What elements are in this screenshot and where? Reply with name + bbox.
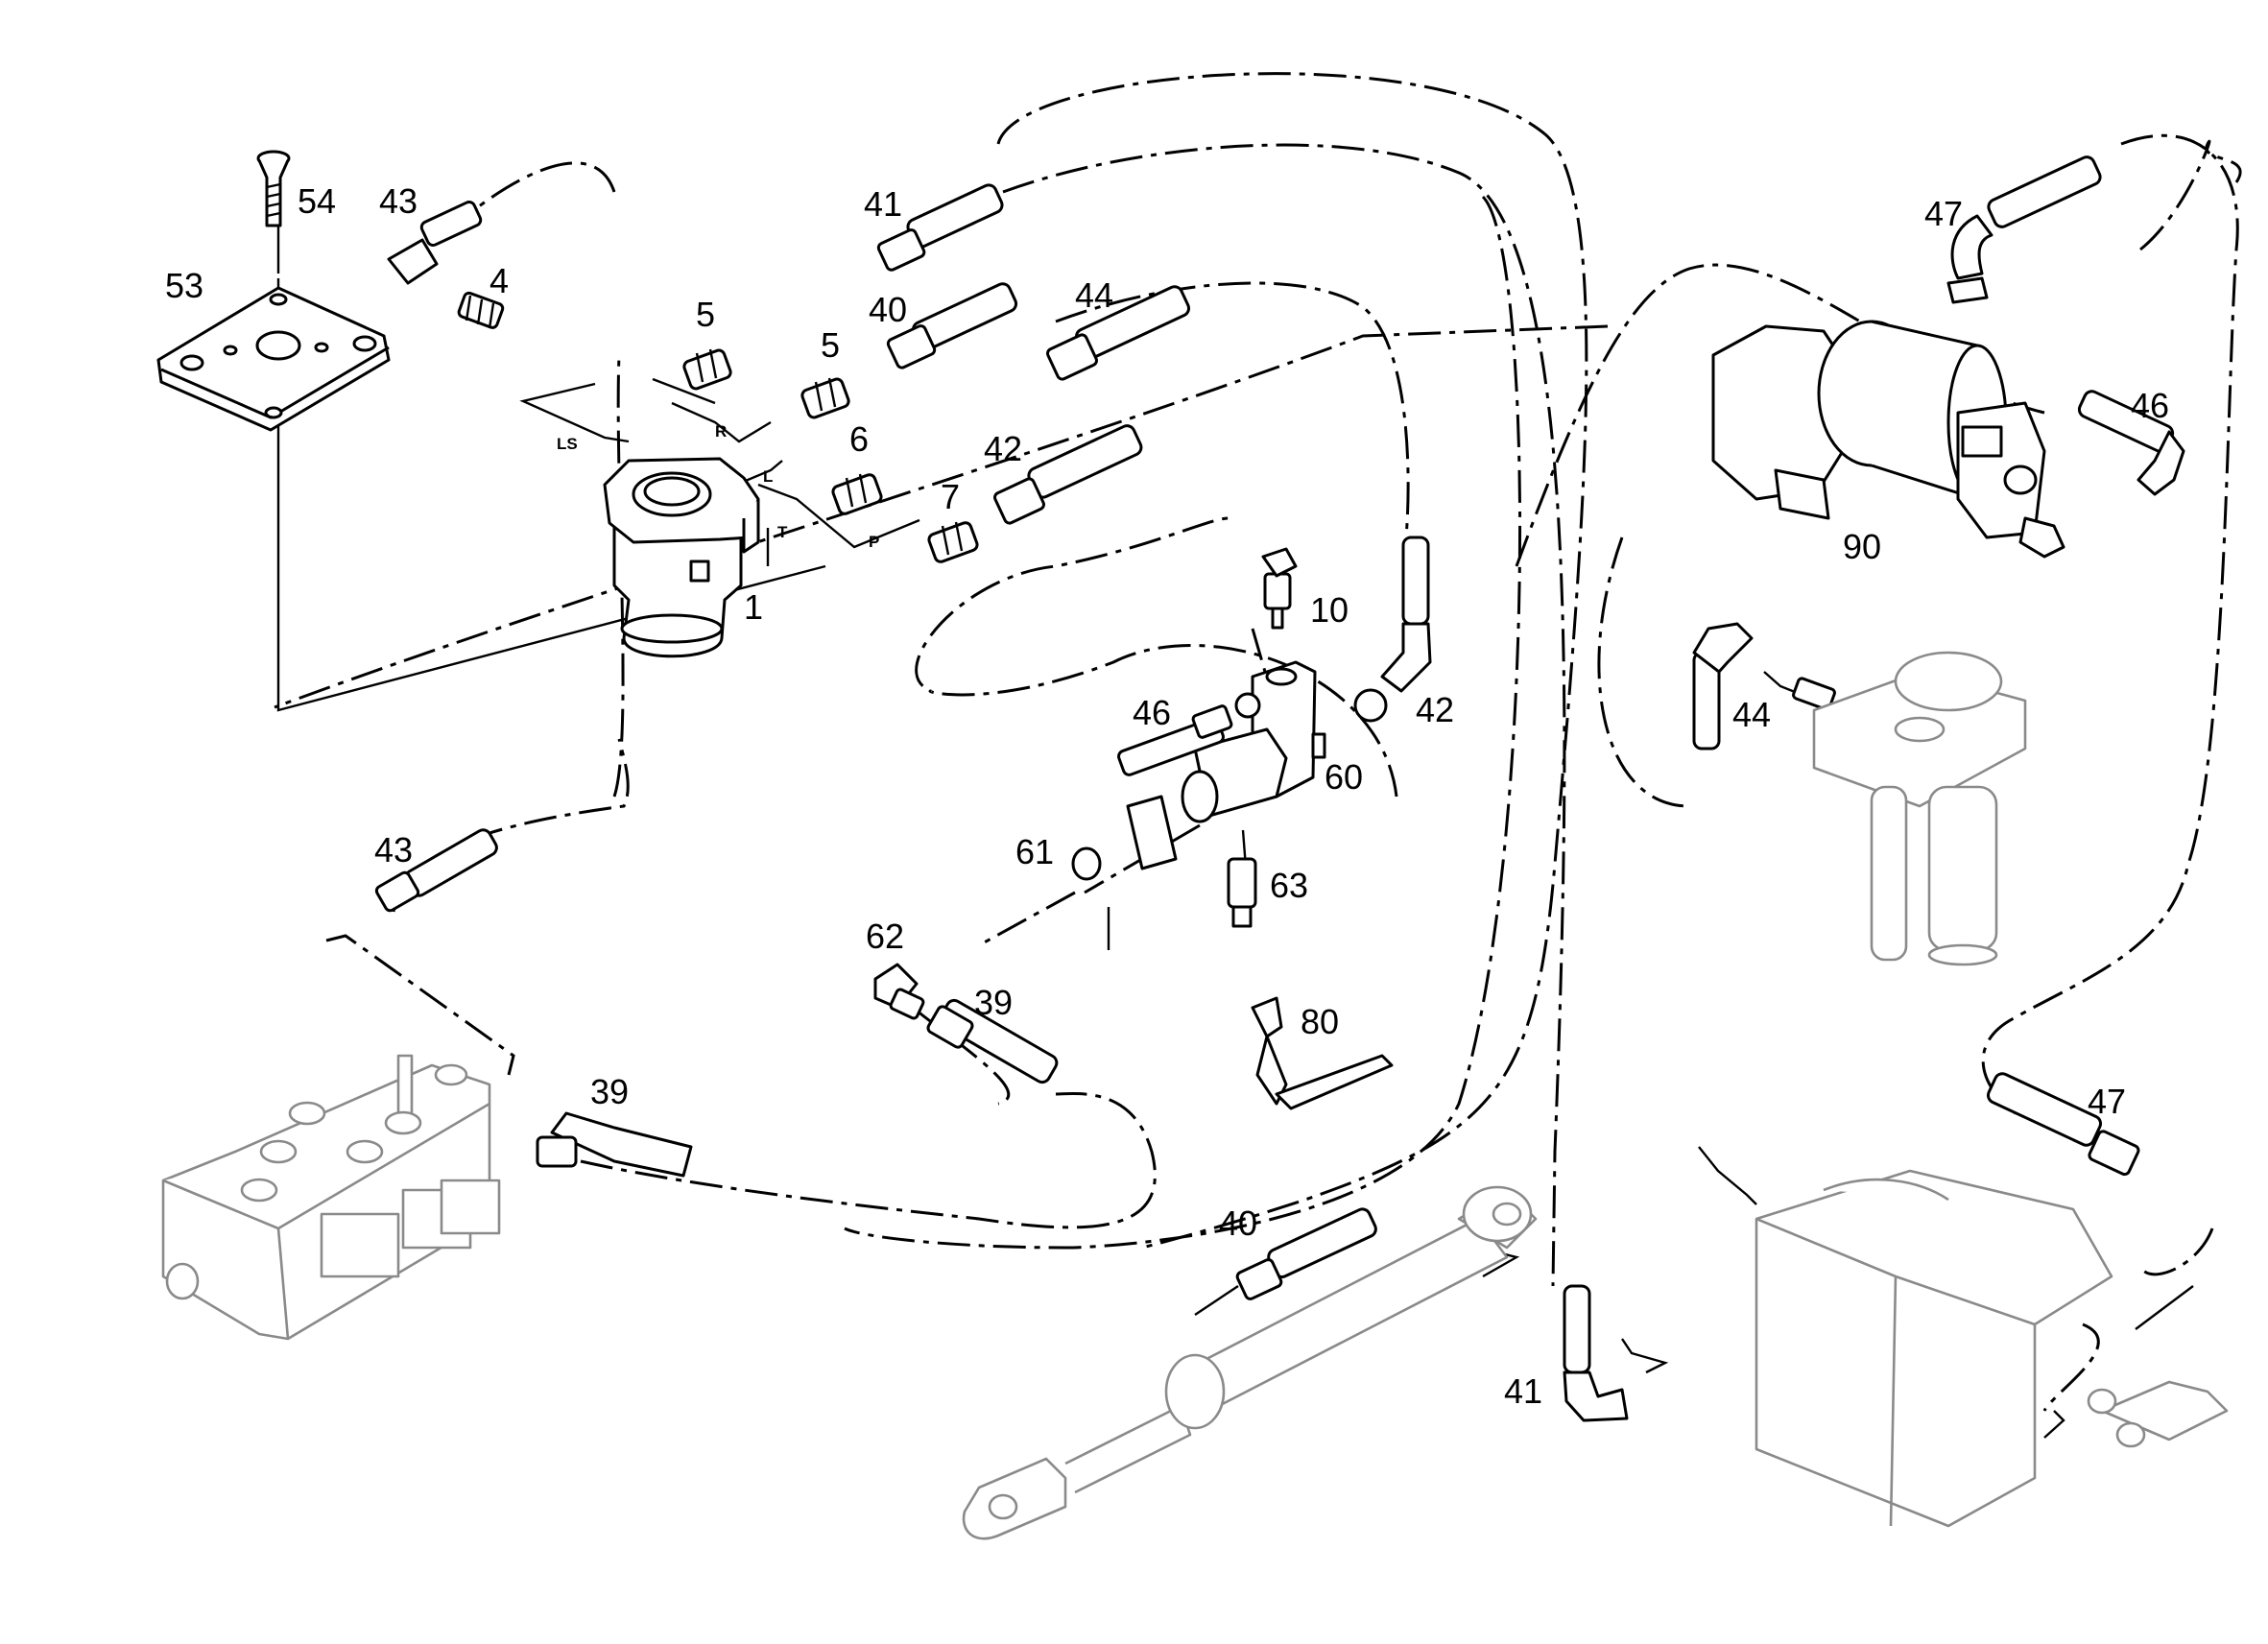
callout-54: 54 — [298, 181, 336, 221]
fitting-4 — [457, 291, 505, 329]
screw-54 — [256, 150, 291, 227]
part-callouts: 1 4 5 5 6 7 10 39 39 40 40 41 41 42 42 4… — [165, 181, 2169, 1411]
fitting-7 — [927, 521, 979, 563]
hose-46-right — [2077, 390, 2185, 496]
fitting-5b — [800, 377, 850, 419]
callout-44b: 44 — [1732, 695, 1771, 734]
hose-43-top — [387, 201, 483, 285]
callout-62: 62 — [866, 917, 904, 956]
mounting-plate-53 — [156, 286, 391, 432]
port-p: P — [869, 533, 879, 551]
port-ls: LS — [557, 435, 578, 453]
callout-42a: 42 — [984, 429, 1022, 468]
fitting-6 — [831, 473, 883, 515]
washer-61 — [1071, 795, 1178, 881]
filter-assembly — [1812, 651, 2027, 966]
callout-6: 6 — [849, 419, 869, 459]
callout-5b: 5 — [821, 325, 840, 365]
callout-43b: 43 — [374, 830, 413, 870]
callout-40b: 40 — [1219, 1203, 1257, 1243]
control-valve-block — [161, 1054, 501, 1341]
fitting-46-tee — [1117, 692, 1261, 776]
sensor-63 — [1227, 857, 1257, 928]
elbow-41-lower — [1563, 1284, 1629, 1422]
callout-40a: 40 — [869, 290, 907, 329]
hose-39-lower — [536, 1111, 693, 1178]
callout-80: 80 — [1301, 1002, 1339, 1041]
port-r: R — [715, 422, 727, 441]
callout-42b: 42 — [1416, 690, 1454, 729]
callout-1: 1 — [744, 587, 763, 627]
steering-unit-1 — [603, 457, 760, 658]
hose-39-mid — [926, 998, 1059, 1084]
hose-routing-lines — [274, 72, 2242, 1412]
callout-41a: 41 — [864, 184, 902, 224]
port-labels: LS R L T P — [557, 422, 879, 551]
pump-motor-90 — [1711, 320, 2065, 559]
callout-39a: 39 — [974, 983, 1013, 1022]
clip-80 — [1251, 996, 1394, 1110]
fitting-62 — [873, 963, 925, 1020]
callout-5a: 5 — [696, 295, 715, 334]
hose-43-lower — [374, 828, 498, 913]
callout-60: 60 — [1325, 757, 1363, 797]
callout-10: 10 — [1310, 590, 1349, 630]
callout-7: 7 — [941, 477, 960, 516]
callout-39b: 39 — [590, 1072, 629, 1111]
callout-44a: 44 — [1075, 275, 1113, 315]
hydraulic-cylinder — [962, 1185, 1538, 1540]
hose-42-top — [993, 424, 1143, 525]
test-point-10 — [1261, 547, 1298, 630]
hose-40-lower — [1235, 1207, 1377, 1300]
callout-4: 4 — [489, 261, 509, 300]
fitting-5a — [682, 348, 732, 391]
callout-63: 63 — [1270, 866, 1308, 905]
callout-90: 90 — [1843, 527, 1881, 566]
callout-41b: 41 — [1504, 1371, 1542, 1411]
hose-41-top — [876, 183, 1004, 272]
tank-assembly — [1755, 1169, 2229, 1528]
callout-61: 61 — [1015, 832, 1054, 871]
hose-44-top — [1046, 285, 1191, 381]
port-t: T — [777, 523, 788, 541]
port-l: L — [763, 467, 773, 486]
elbow-44-right — [1692, 622, 1836, 751]
callout-47a: 47 — [1924, 194, 1963, 233]
hose-40-top — [886, 282, 1018, 369]
elbow-42-tee — [1353, 536, 1432, 723]
callout-47b: 47 — [2088, 1082, 2126, 1121]
callout-46a: 46 — [1133, 693, 1171, 732]
callout-43a: 43 — [379, 181, 418, 221]
hose-47-lower — [1986, 1072, 2140, 1177]
hose-47-top — [1946, 155, 2102, 304]
callout-53: 53 — [165, 266, 203, 305]
tee-block-60 — [1181, 660, 1326, 823]
callout-46b: 46 — [2131, 386, 2169, 425]
